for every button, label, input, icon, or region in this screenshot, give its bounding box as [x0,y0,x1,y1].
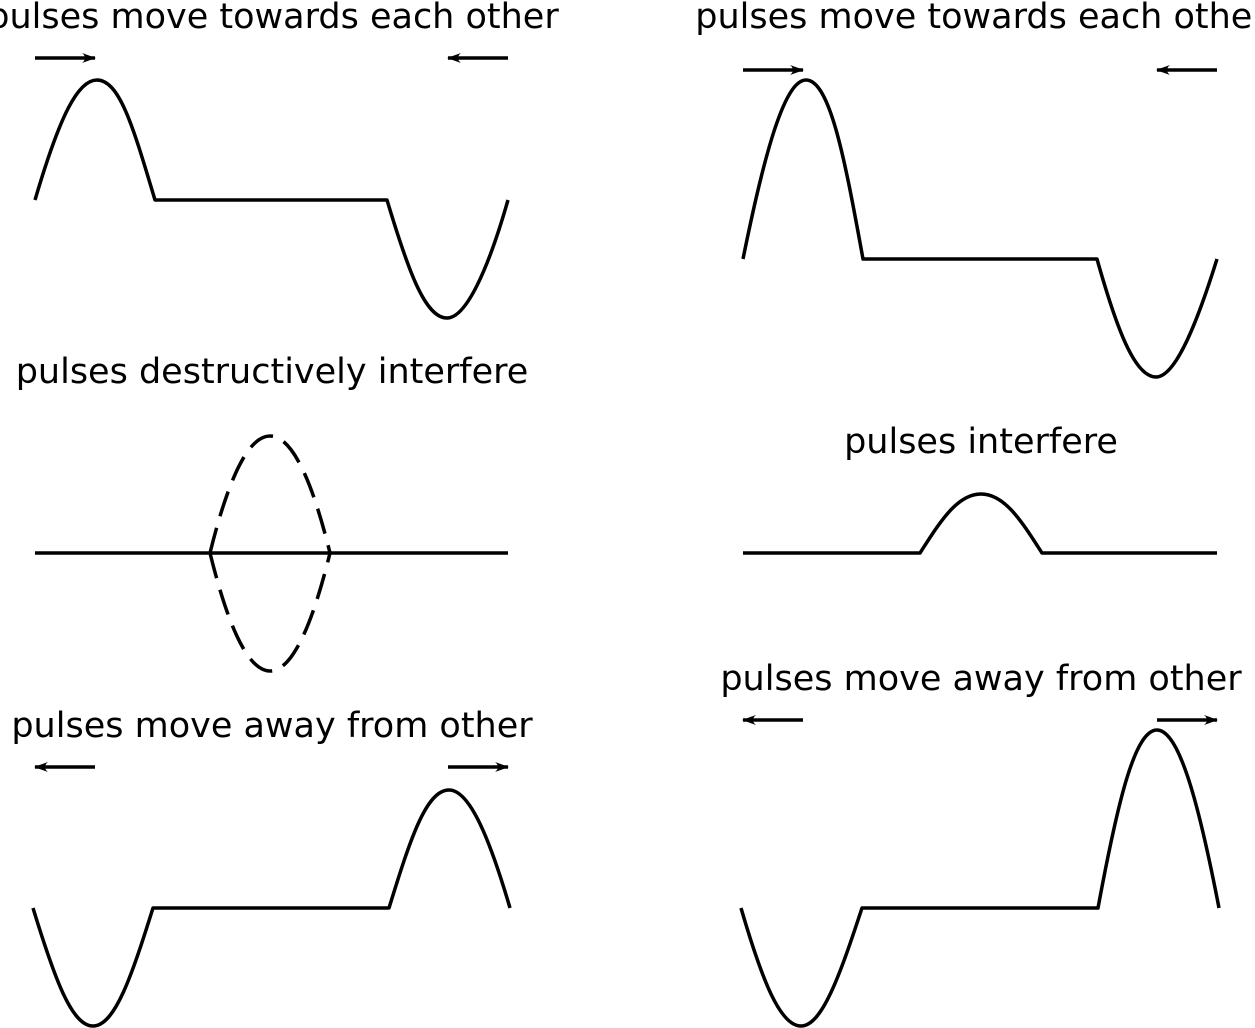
right-panel-during: pulses interfere [743,422,1217,555]
right-after-wave [739,728,1221,1028]
left-after-wave [31,788,512,1028]
right-panel-before: pulses move towards each other [695,0,1255,379]
right-panel-after: pulses move away from other [720,659,1242,1028]
left-panel-before: pulses move towards each other [0,0,559,320]
right-before-caption: pulses move towards each other [695,0,1255,37]
left-during-ghost-trough [208,552,332,673]
right-after-caption: pulses move away from other [720,659,1242,699]
left-during-caption: pulses destructively interfere [16,352,529,392]
right-before-wave [741,78,1219,379]
left-panel-after: pulses move away from other [11,706,533,1028]
right-during-caption: pulses interfere [844,422,1118,462]
left-during-ghost-crest [208,434,332,554]
left-after-caption: pulses move away from other [11,706,533,746]
right-during-combined-wave [743,492,1217,555]
left-panel-during: pulses destructively interfere [16,352,529,673]
left-before-wave [33,78,510,320]
left-before-caption: pulses move towards each other [0,0,559,37]
